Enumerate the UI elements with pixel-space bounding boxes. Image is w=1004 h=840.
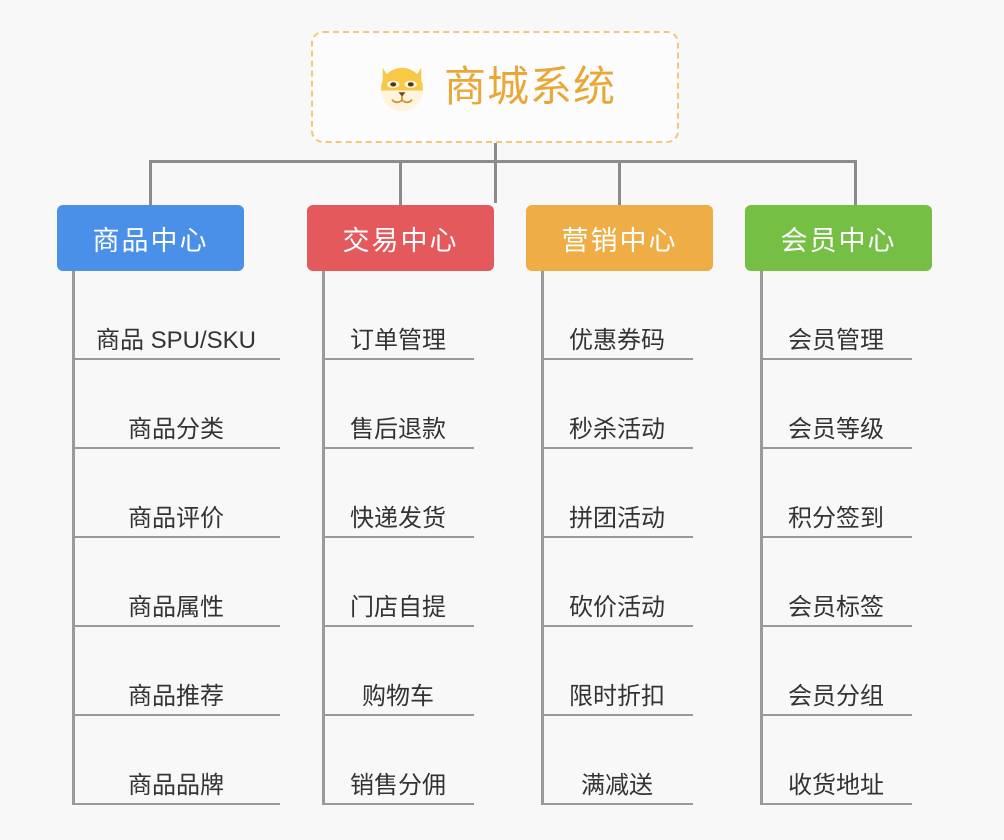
list-item-label: 商品属性 — [128, 593, 224, 621]
list-item[interactable]: 收货地址 — [760, 716, 912, 805]
category-header-product-center[interactable]: 商品中心 — [57, 205, 244, 271]
list-item-label: 会员管理 — [788, 326, 884, 354]
list-item-label: 快递发货 — [350, 504, 446, 532]
list-item-label: 收货地址 — [788, 771, 884, 799]
list-item-label: 商品推荐 — [128, 682, 224, 710]
list-item[interactable]: 订单管理 — [322, 271, 474, 360]
list-item-label: 会员等级 — [788, 415, 884, 443]
root-node[interactable]: 商城系统 — [311, 31, 679, 143]
list-item-label: 砍价活动 — [569, 593, 665, 621]
root-title: 商城系统 — [443, 63, 616, 110]
connector-drop-3 — [618, 160, 621, 206]
list-item[interactable]: 积分签到 — [760, 449, 912, 538]
list-item[interactable]: 销售分佣 — [322, 716, 474, 805]
list-item[interactable]: 会员管理 — [760, 271, 912, 360]
category-column-product-center: 商品中心商品 SPU/SKU 商品分类商品评价商品属性商品推荐商品品牌 — [57, 205, 280, 805]
list-item[interactable]: 购物车 — [322, 627, 474, 716]
list-item-label: 限时折扣 — [569, 682, 665, 710]
list-item[interactable]: 门店自提 — [322, 538, 474, 627]
category-column-marketing-center: 营销中心优惠券码秒杀活动拼团活动砍价活动限时折扣满减送 — [526, 205, 713, 805]
list-item[interactable]: 快递发货 — [322, 449, 474, 538]
list-item-label: 购物车 — [362, 682, 434, 710]
list-item[interactable]: 商品 SPU/SKU — [72, 271, 280, 360]
connector-horizontal-bus — [149, 160, 857, 163]
list-item[interactable]: 商品评价 — [72, 449, 280, 538]
list-item-label: 门店自提 — [350, 593, 446, 621]
category-header-trade-center[interactable]: 交易中心 — [307, 205, 494, 271]
list-item[interactable]: 会员标签 — [760, 538, 912, 627]
list-item[interactable]: 满减送 — [541, 716, 693, 805]
category-header-label: 营销中心 — [561, 225, 678, 256]
list-item[interactable]: 会员分组 — [760, 627, 912, 716]
list-item-label: 销售分佣 — [350, 771, 446, 799]
category-items-marketing-center: 优惠券码秒杀活动拼团活动砍价活动限时折扣满减送 — [526, 271, 713, 805]
list-item[interactable]: 拼团活动 — [541, 449, 693, 538]
category-header-marketing-center[interactable]: 营销中心 — [526, 205, 713, 271]
list-item[interactable]: 商品品牌 — [72, 716, 280, 805]
connector-drop-1 — [149, 160, 152, 206]
list-item[interactable]: 商品推荐 — [72, 627, 280, 716]
list-item-label: 满减送 — [581, 771, 653, 799]
list-item[interactable]: 商品属性 — [72, 538, 280, 627]
list-item[interactable]: 优惠券码 — [541, 271, 693, 360]
category-header-label: 会员中心 — [780, 225, 897, 256]
list-item-label: 商品品牌 — [128, 771, 224, 799]
list-item[interactable]: 商品分类 — [72, 360, 280, 449]
list-item-label: 会员分组 — [788, 682, 884, 710]
connector-root-stem — [494, 143, 497, 203]
shiba-dog-face-icon — [380, 67, 423, 112]
list-item[interactable]: 秒杀活动 — [541, 360, 693, 449]
connector-spine-marketing-center — [541, 271, 544, 805]
connector-spine-product-center — [72, 271, 75, 805]
category-header-member-center[interactable]: 会员中心 — [745, 205, 932, 271]
list-item[interactable]: 售后退款 — [322, 360, 474, 449]
list-item-label: 商品分类 — [128, 415, 224, 443]
connector-drop-4 — [854, 160, 857, 206]
list-item-label: 秒杀活动 — [569, 415, 665, 443]
list-item[interactable]: 砍价活动 — [541, 538, 693, 627]
list-item-label: 售后退款 — [350, 415, 446, 443]
list-item-label: 会员标签 — [788, 593, 884, 621]
category-items-trade-center: 订单管理售后退款快递发货门店自提购物车销售分佣 — [307, 271, 494, 805]
connector-spine-member-center — [760, 271, 763, 805]
list-item[interactable]: 会员等级 — [760, 360, 912, 449]
category-header-label: 交易中心 — [342, 225, 459, 256]
list-item[interactable]: 限时折扣 — [541, 627, 693, 716]
category-column-trade-center: 交易中心订单管理售后退款快递发货门店自提购物车销售分佣 — [307, 205, 494, 805]
category-column-member-center: 会员中心会员管理会员等级积分签到会员标签会员分组收货地址 — [745, 205, 932, 805]
connector-drop-2 — [399, 160, 402, 206]
list-item-label: 商品 SPU/SKU — [95, 326, 257, 354]
list-item-label: 订单管理 — [350, 326, 446, 354]
category-header-label: 商品中心 — [92, 225, 209, 256]
connector-spine-trade-center — [322, 271, 325, 805]
category-items-member-center: 会员管理会员等级积分签到会员标签会员分组收货地址 — [745, 271, 932, 805]
category-items-product-center: 商品 SPU/SKU 商品分类商品评价商品属性商品推荐商品品牌 — [57, 271, 280, 805]
list-item-label: 拼团活动 — [569, 504, 665, 532]
list-item-label: 积分签到 — [788, 504, 884, 532]
list-item-label: 优惠券码 — [569, 326, 665, 354]
list-item-label: 商品评价 — [128, 504, 224, 532]
